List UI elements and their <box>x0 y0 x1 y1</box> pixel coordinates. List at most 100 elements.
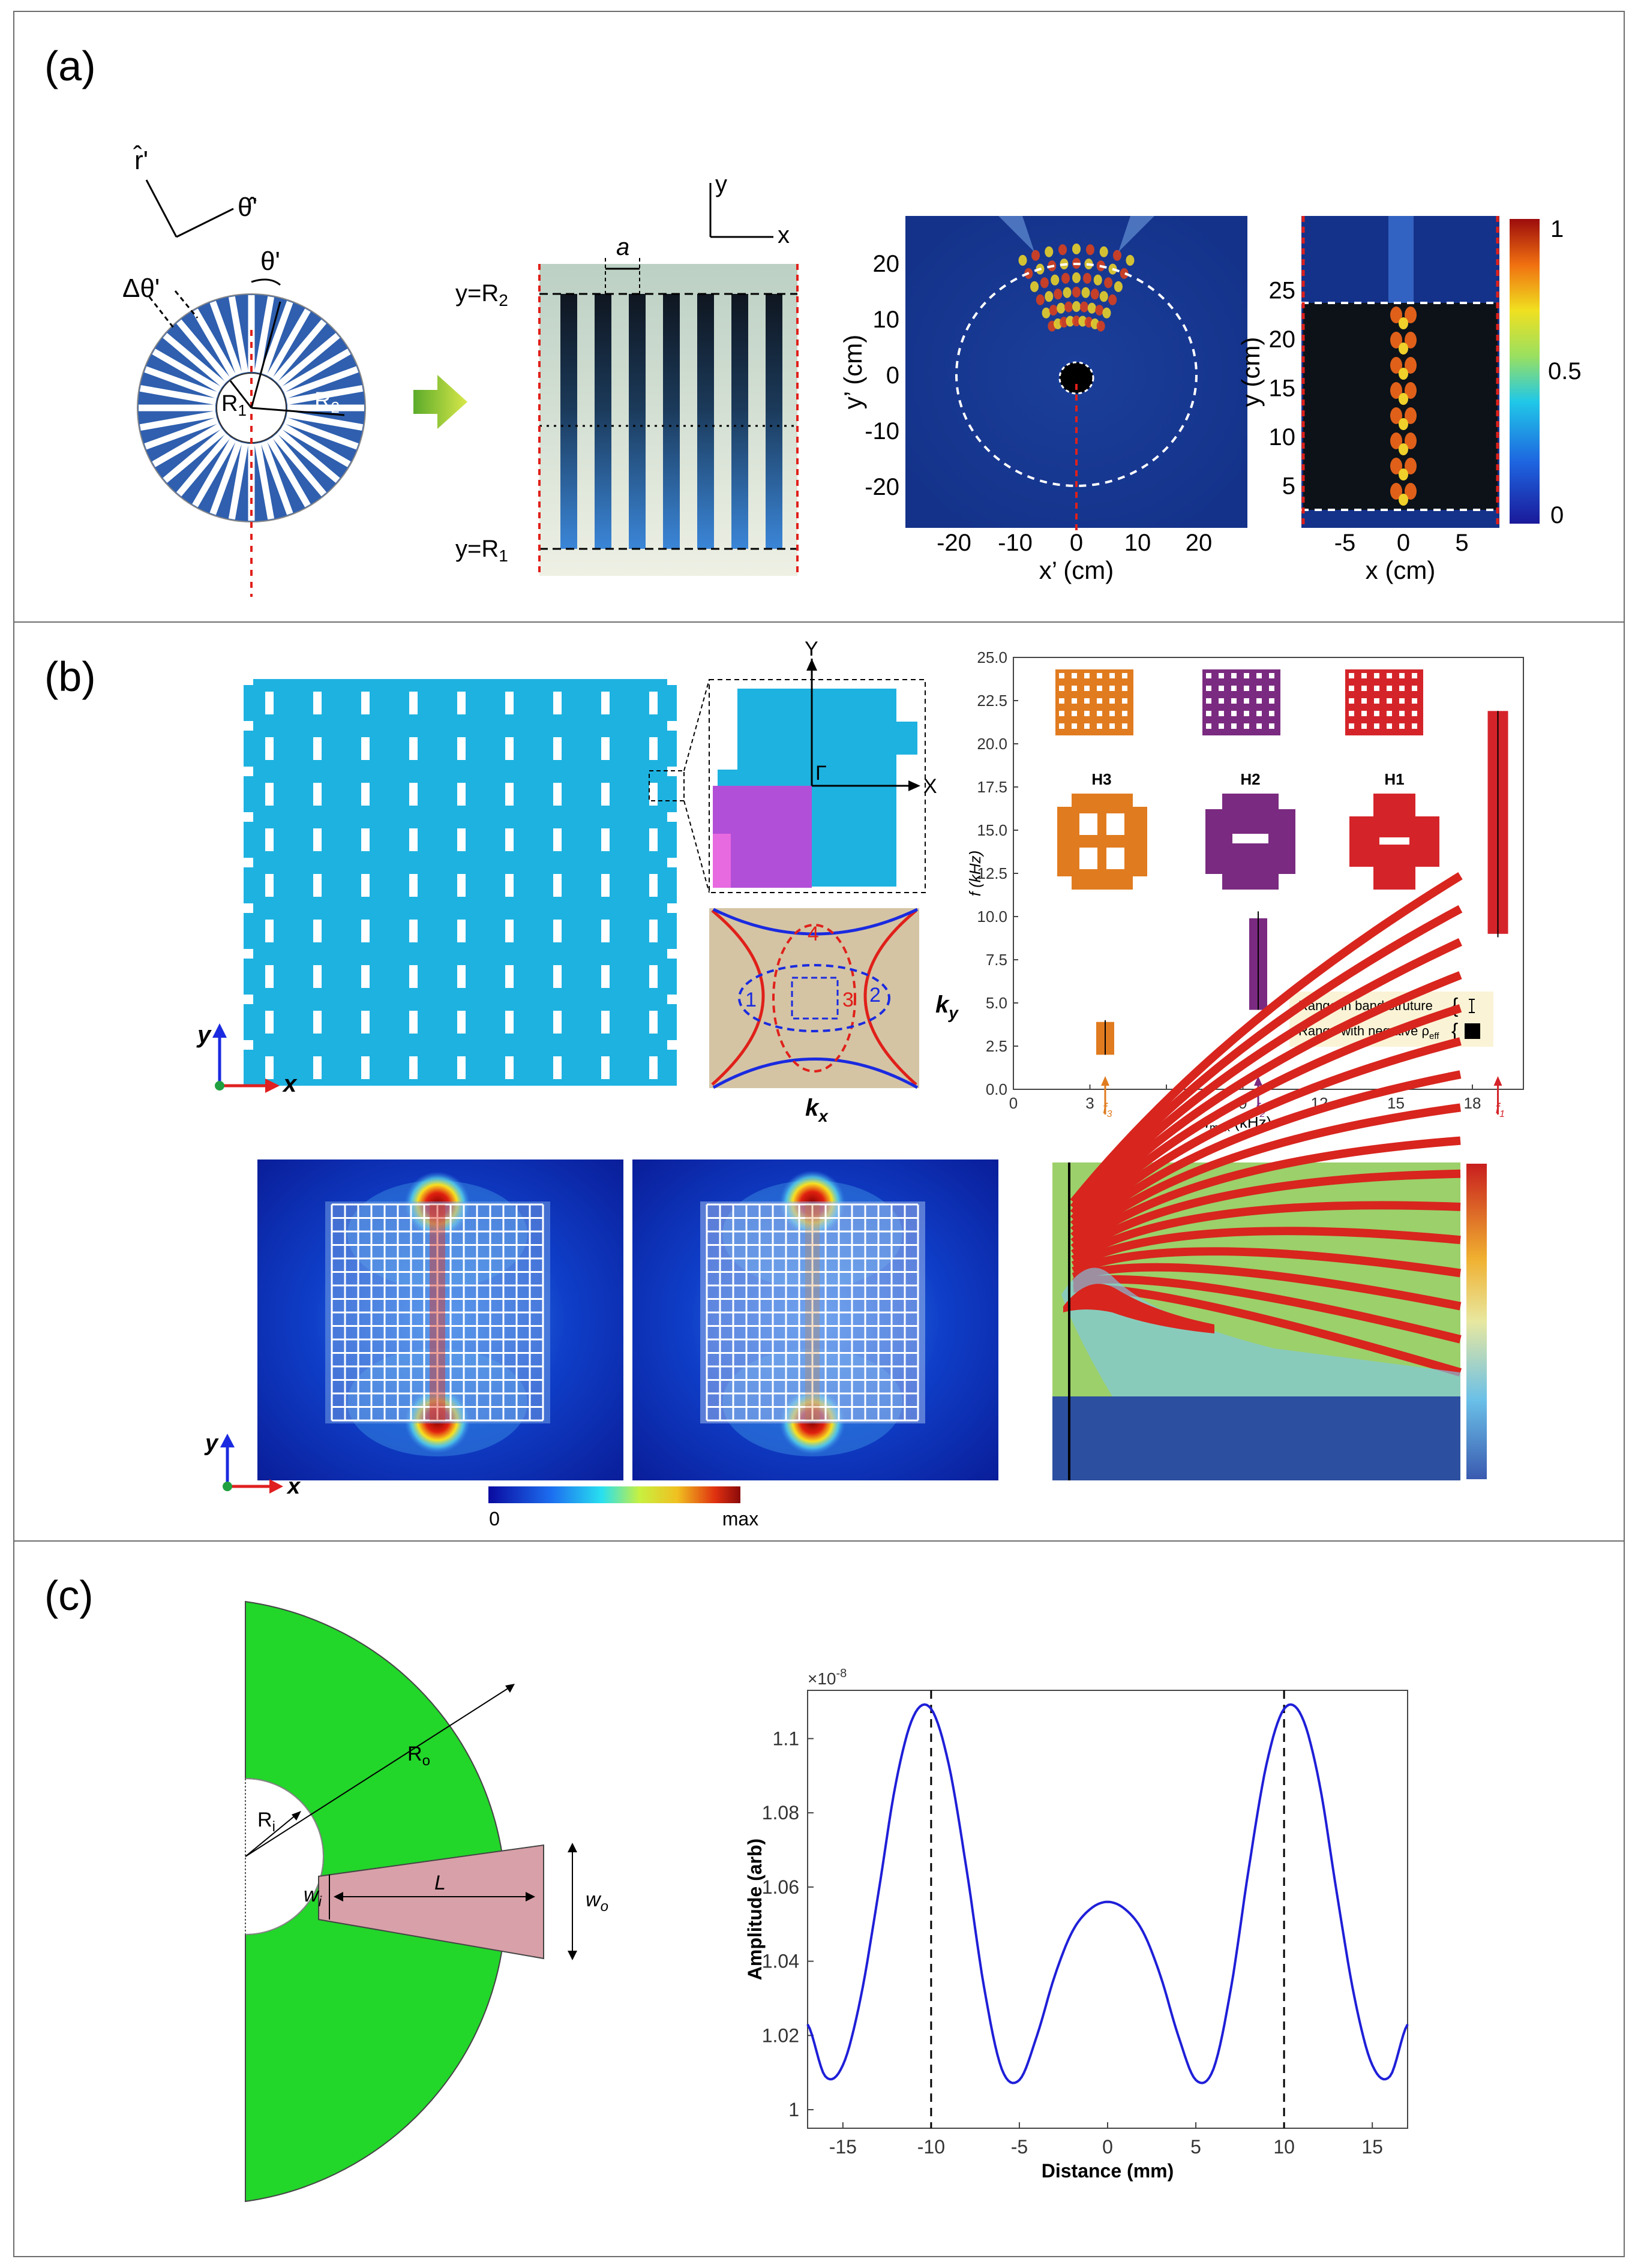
band-xtick: 18 <box>1464 1094 1481 1112</box>
field-y-label: y <box>204 1431 219 1456</box>
polar-ytick: -10 <box>865 418 899 444</box>
transform-arrow-icon <box>413 375 467 429</box>
unit-cell-gamma-label: Γ <box>815 762 827 785</box>
field-colorbar-max: max <box>722 1508 758 1530</box>
cartesian-y-label: y <box>715 171 727 197</box>
colorbar-a-tick-top: 1 <box>1550 216 1564 242</box>
panel-label-a: (a) <box>44 43 96 89</box>
geometry-wo-label: wo <box>586 1888 608 1915</box>
slab-top-label: y=R2 <box>455 280 508 310</box>
amplitude-ytick: 1.08 <box>762 1802 799 1824</box>
band-xtick: 15 <box>1387 1094 1405 1112</box>
panel-c-figure: Ri Ro wi wo L 11.021.041.061.081.1 -15-1… <box>245 1600 1409 2203</box>
band-legend-band: Range in band struture <box>1298 998 1433 1013</box>
amplitude-xtick: 5 <box>1190 2136 1201 2158</box>
band-ytick: 7.5 <box>986 951 1007 969</box>
band-structure-label-h1: H1 <box>1384 770 1404 788</box>
beam-pattern-map <box>1052 872 1487 1480</box>
band-ytick: 20.0 <box>977 735 1007 753</box>
amplitude-xlabel: Distance (mm) <box>1042 2160 1174 2182</box>
field-colorbar-min: 0 <box>489 1508 500 1530</box>
amplitude-ylabel: Amplitude (arb) <box>744 1839 766 1980</box>
efc-label-2: 2 <box>869 984 881 1007</box>
lattice-x-label: x <box>282 1071 298 1097</box>
amplitude-ytick: 1 <box>788 2099 799 2120</box>
efc-label-1: 1 <box>745 989 757 1011</box>
polar-xtick: -20 <box>937 530 971 556</box>
cartesian-field-map <box>1301 216 1499 528</box>
cart-xtick: -5 <box>1334 530 1356 556</box>
band-ytick: 10.0 <box>977 908 1007 926</box>
band-chart-ylabel: f (kHz) <box>966 851 984 897</box>
band-marker-label: f3 <box>1103 1101 1112 1119</box>
structure-thumbnail-h1 <box>1345 669 1439 890</box>
amplitude-ytick: 1.02 <box>762 2024 799 2046</box>
band-ytick: 0.0 <box>986 1080 1007 1098</box>
panel-a: (a) r̂' θ̂' Δθ' θ' R1 R2 <box>13 11 1625 623</box>
theta-hat-label: θ̂' <box>238 193 257 222</box>
unit-cell <box>709 659 926 893</box>
polar-axes <box>145 179 234 238</box>
disk-schematic: r̂' θ̂' Δθ' θ' R1 R2 <box>122 145 1582 597</box>
panel-b: (b) <box>13 621 1625 1542</box>
band-ytick: 12.5 <box>977 864 1007 882</box>
theta-label: θ' <box>260 247 280 276</box>
panel-label-c: (c) <box>44 1572 94 1619</box>
cart-field-xlabel: x (cm) <box>1366 556 1436 584</box>
cart-xtick: 0 <box>1397 530 1410 556</box>
cart-xtick: 5 <box>1455 530 1468 556</box>
band-ytick: 17.5 <box>977 778 1007 796</box>
amplitude-ytick: 1.04 <box>762 1951 799 1972</box>
efc-ky-label: ky <box>935 992 959 1022</box>
radial-disk <box>137 278 366 597</box>
amplitude-series-line <box>806 1703 1409 2084</box>
unit-cell-X-label: X <box>923 775 937 798</box>
polar-ytick: 10 <box>873 307 900 333</box>
polar-xtick: 0 <box>1070 530 1083 556</box>
amplitude-ytick: 1.06 <box>762 1876 799 1898</box>
band-marker-label: f1 <box>1496 1101 1505 1119</box>
geometry-ri-label: Ri <box>257 1809 275 1835</box>
polar-ytick: -20 <box>865 474 899 500</box>
amplitude-xtick: -10 <box>917 2136 945 2158</box>
lattice-axes <box>212 1023 280 1093</box>
amplitude-ytick: 1.1 <box>773 1728 799 1749</box>
amplitude-scale-label: ×10-8 <box>808 1667 847 1688</box>
field-x-label: x <box>286 1474 301 1499</box>
band-ytick: 25.0 <box>977 648 1007 666</box>
equifrequency-contours <box>709 908 919 1089</box>
colorbar-a-tick-bottom: 0 <box>1550 502 1564 528</box>
slab-bottom-label: y=R1 <box>455 536 508 565</box>
polar-field-xlabel: x’ (cm) <box>1039 556 1114 584</box>
efc-kx-label: kx <box>805 1095 829 1125</box>
unit-cell-Y-label: Y <box>805 638 818 660</box>
amplitude-xtick: 10 <box>1273 2136 1295 2158</box>
amplitude-xtick: 15 <box>1361 2136 1383 2158</box>
band-ytick: 22.5 <box>977 692 1007 710</box>
cartesian-axes <box>709 183 773 238</box>
band-legend-brace-2: { <box>1451 1020 1458 1043</box>
polar-ytick: 20 <box>873 251 900 277</box>
band-structure-label-h2: H2 <box>1240 770 1260 788</box>
panel-label-b: (b) <box>44 653 96 700</box>
amplitude-xtick: -5 <box>1011 2136 1028 2158</box>
band-ytick: 5.0 <box>986 994 1007 1012</box>
polar-field-map <box>905 216 1247 531</box>
panel-b-figure: y x Y X Γ 1 2 3 4 ky <box>196 638 1524 1530</box>
r2-label: R2 <box>314 388 340 416</box>
cart-ytick: 20 <box>1269 326 1296 353</box>
cyan-lattice <box>244 675 710 1095</box>
lattice-y-label: y <box>196 1022 212 1048</box>
polar-xtick: -10 <box>998 530 1033 556</box>
band-ytick: 2.5 <box>986 1037 1007 1055</box>
polar-xtick: 10 <box>1124 530 1151 556</box>
cartesian-x-label: x <box>778 222 790 248</box>
half-annulus-geometry <box>245 1600 577 2203</box>
r-hat-label: r̂' <box>133 145 148 175</box>
field-axes <box>220 1434 283 1494</box>
geometry-wi-label: wi <box>304 1884 322 1910</box>
band-ytick: 15.0 <box>977 821 1007 839</box>
period-label: a <box>616 234 629 260</box>
